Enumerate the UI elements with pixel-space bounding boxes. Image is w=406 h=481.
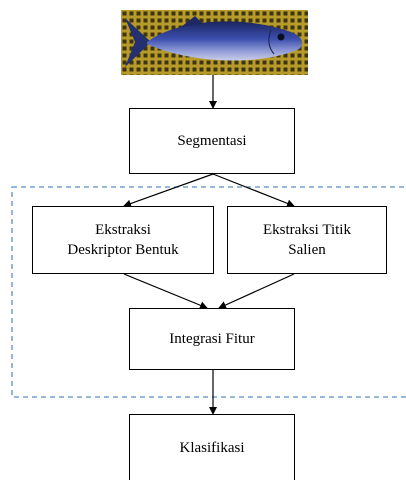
fish-gill bbox=[268, 29, 275, 55]
integrasi-fitur-box: Integrasi Fitur bbox=[129, 308, 295, 370]
arrow-segmentasi-to-titik bbox=[212, 173, 295, 208]
ekstraksi-titik-box: Ekstraksi Titik Salien bbox=[227, 206, 387, 274]
arrow-deskriptor-to-integrasi bbox=[123, 273, 208, 310]
ekstraksi-deskriptor-box: Ekstraksi Deskriptor Bentuk bbox=[32, 206, 214, 274]
ekstraksi-deskriptor-label-line1: Ekstraksi bbox=[95, 222, 151, 238]
ekstraksi-titik-label-line2: Salien bbox=[288, 242, 326, 258]
fish-photo bbox=[121, 10, 308, 75]
segmentasi-box: Segmentasi bbox=[129, 108, 295, 174]
fish-eye bbox=[277, 33, 285, 41]
fish-dorsal-fin bbox=[181, 16, 203, 27]
klasifikasi-label: Klasifikasi bbox=[179, 439, 245, 456]
fish-tail bbox=[125, 18, 151, 67]
group-dashed-border bbox=[11, 186, 406, 398]
fish-body bbox=[147, 21, 303, 61]
ekstraksi-titik-label-line1: Ekstraksi Titik bbox=[263, 222, 351, 238]
arrow-segmentasi-to-deskriptor bbox=[123, 173, 214, 208]
arrow-titik-to-integrasi bbox=[218, 273, 295, 309]
ekstraksi-deskriptor-label-line2: Deskriptor Bentuk bbox=[67, 242, 179, 258]
klasifikasi-box: Klasifikasi bbox=[129, 414, 295, 480]
segmentasi-label: Segmentasi bbox=[177, 133, 247, 149]
integrasi-fitur-label: Integrasi Fitur bbox=[169, 331, 255, 347]
